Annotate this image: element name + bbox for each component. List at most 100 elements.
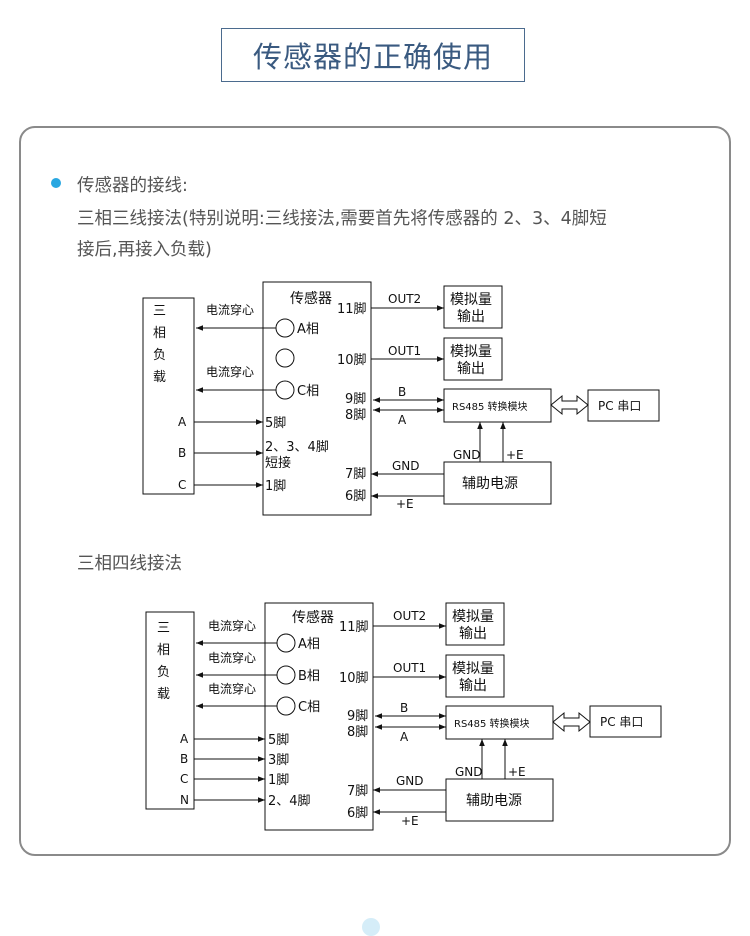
phase2-a-label: A相 (298, 637, 320, 652)
aux-power-box-2 (445, 778, 554, 822)
pin11-label: 11脚 (337, 301, 367, 317)
sensor-box (262, 281, 372, 516)
input-c-label: C (178, 478, 186, 492)
gnd-label-left: GND (392, 459, 420, 473)
page-title: 传感器的正确使用 (221, 28, 525, 82)
wiring-heading: 传感器的接线: (77, 176, 188, 196)
sensor-label: 传感器 (290, 290, 332, 307)
ct-hole-b-2 (276, 665, 296, 685)
phase2-c-label: C相 (298, 700, 320, 715)
bullet-icon (51, 178, 61, 188)
analog-1-line1: 模拟量 (450, 292, 492, 308)
gnd2-label-top: GND (455, 765, 483, 779)
pe2-label-left: +E (401, 814, 419, 828)
pin2-5-label: 5脚 (268, 732, 289, 748)
input-a-label: A (178, 415, 187, 429)
wire-a-label: A (398, 413, 407, 427)
gnd2-label-left: GND (396, 774, 424, 788)
out1-label-2: OUT1 (393, 661, 426, 675)
diagram2-labels: 三 相 负 载 传感器 电流穿心 电流穿心 电流穿心 A相 B相 C相 A B … (157, 609, 643, 828)
ct-hole-c-2 (276, 696, 296, 716)
current2-label-b: 电流穿心 (208, 650, 256, 665)
pin9-label: 9脚 (345, 391, 366, 407)
pin234-label: 2、3、4脚 (265, 439, 329, 455)
pin5-label: 5脚 (265, 415, 286, 431)
pin2-9-label: 9脚 (347, 708, 368, 724)
rs485-pc-link (550, 394, 589, 416)
aux-power-box (443, 461, 552, 505)
input2-n-label: N (180, 793, 189, 807)
input2-b-label: B (180, 752, 188, 766)
pc-label-2: PC 串口 (600, 715, 643, 729)
input2-c-label: C (180, 772, 188, 786)
sensor2-label: 传感器 (292, 609, 334, 626)
pin2-8-label: 8脚 (347, 724, 368, 740)
analog-4-line1: 模拟量 (452, 661, 494, 677)
gnd-label-top: GND (453, 448, 481, 462)
short-label: 短接 (265, 455, 291, 471)
current-label-a: 电流穿心 (206, 302, 254, 317)
analog-output-box-1 (443, 285, 503, 329)
phase-c-label: C相 (297, 384, 319, 399)
aux-power-label-2: 辅助电源 (466, 793, 522, 809)
load2-char-4: 载 (157, 687, 170, 702)
decorative-dot (362, 918, 380, 936)
analog-4-line2: 输出 (459, 678, 487, 694)
analog-2-line2: 输出 (457, 361, 485, 377)
diagram-three-phase-four-wire (145, 602, 662, 831)
three-wire-note-line2: 接后,再接入负载) (77, 240, 212, 260)
analog-output-box-4 (445, 654, 505, 698)
load2-char-1: 三 (157, 621, 170, 636)
ct-hole-c (275, 380, 295, 400)
current2-label-a: 电流穿心 (208, 618, 256, 633)
load-char-1: 三 (153, 304, 166, 319)
ct-hole-b (275, 348, 295, 368)
pe-label-top: +E (506, 448, 524, 462)
pin2-6-label: 6脚 (347, 805, 368, 821)
wire-b-label: B (398, 385, 406, 399)
pin10-label: 10脚 (337, 352, 367, 368)
pc-label: PC 串口 (598, 399, 641, 413)
load-char-4: 载 (153, 370, 166, 385)
sensor-box-2 (264, 602, 374, 831)
pe-label-left: +E (396, 497, 414, 511)
phase-a-label: A相 (297, 322, 319, 337)
current2-label-c: 电流穿心 (208, 681, 256, 696)
analog-1-line2: 输出 (457, 309, 485, 325)
analog-2-line1: 模拟量 (450, 344, 492, 360)
current-label-c: 电流穿心 (206, 364, 254, 379)
load2-char-2: 相 (157, 643, 170, 658)
analog-output-box-3 (445, 602, 505, 646)
pin2-3-label: 3脚 (268, 752, 289, 768)
pe2-label-top: +E (508, 765, 526, 779)
diagram1-labels: 三 相 负 载 传感器 电流穿心 电流穿心 A相 C相 A B C 5脚 2、3… (153, 290, 641, 511)
rs485-pc-link-2 (552, 711, 591, 733)
pin2-1-label: 1脚 (268, 772, 289, 788)
ct-hole-a-2 (276, 633, 296, 653)
pin2-7-label: 7脚 (347, 783, 368, 799)
wire2-b-label: B (400, 701, 408, 715)
pin7-label: 7脚 (345, 466, 366, 482)
load-char-3: 负 (153, 348, 166, 363)
aux-power-label: 辅助电源 (462, 476, 518, 492)
pin6-label: 6脚 (345, 488, 366, 504)
pin2-24-label: 2、4脚 (268, 793, 311, 809)
input2-a-label: A (180, 732, 189, 746)
pin2-11-label: 11脚 (339, 619, 369, 635)
out2-label-2: OUT2 (393, 609, 426, 623)
pin1-label: 1脚 (265, 478, 286, 494)
four-wire-heading: 三相四线接法 (77, 554, 182, 574)
out1-label: OUT1 (388, 344, 421, 358)
three-wire-note-line1: 三相三线接法(特别说明:三线接法,需要首先将传感器的 2、3、4脚短 (77, 209, 607, 229)
rs485-label-2: RS485 转换模块 (454, 717, 530, 730)
pin8-label: 8脚 (345, 407, 366, 423)
content-card (19, 126, 731, 856)
rs485-label: RS485 转换模块 (452, 400, 528, 413)
ct-hole-a (275, 318, 295, 338)
phase2-b-label: B相 (298, 669, 320, 684)
load-char-2: 相 (153, 326, 166, 341)
pin2-10-label: 10脚 (339, 670, 369, 686)
load-box-2 (145, 611, 195, 810)
analog-3-line2: 输出 (459, 626, 487, 642)
